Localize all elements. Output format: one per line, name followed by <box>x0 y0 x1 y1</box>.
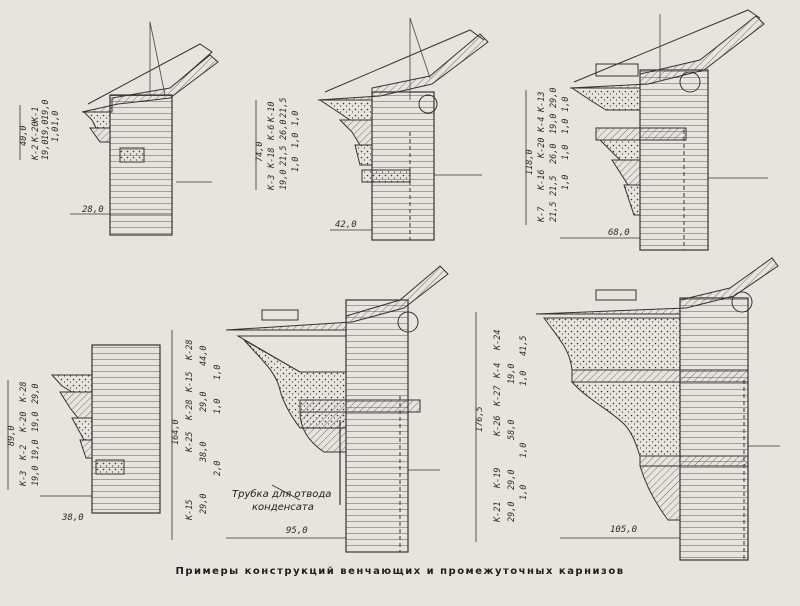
cornice-3-row-5: К-13 <box>537 92 547 113</box>
drawing-caption: Примеры конструкций венчающих и промежут… <box>175 566 625 577</box>
cornice-1-row-2: К-20 <box>31 122 41 143</box>
cornice-6-row-3: К-26 <box>493 416 503 437</box>
cornice-5-row-5: К-28 <box>185 340 195 361</box>
cornice-3-row-7: 21,5 <box>549 176 559 196</box>
cornice-3-row-8: 26,0 <box>549 144 559 164</box>
cornice-2-total-height: 74,0 <box>255 142 265 162</box>
cornice-6-row-5: К-4 <box>493 363 503 379</box>
cornice-5-row-1: К-15 <box>185 500 195 521</box>
cornice-6-row-2: К-19 <box>493 468 503 489</box>
cornice-2-row-10: 1,0 <box>291 133 301 148</box>
cornice-3-row-10: 29,0 <box>549 88 559 108</box>
cornice-1-row-8: 1,0 <box>51 111 61 126</box>
condensate-pipe-note-line-1: Трубка для отвода <box>232 488 331 500</box>
cornice-6-row-14: 41,5 <box>519 336 529 356</box>
cornice-3-row-9: 19,0 <box>549 114 559 134</box>
cornice-1-row-3: К-1 <box>31 107 41 123</box>
cornice-6-total-height: 176,5 <box>475 406 485 432</box>
cornice-3-total-height: 118,0 <box>525 149 535 175</box>
cornice-5-row-2: К-25 <box>185 432 195 453</box>
cornice-6-row-12: 1,0 <box>519 371 529 386</box>
cornice-4-row-7: 19,0 <box>31 412 41 432</box>
cornice-4-row-4: К-28 <box>19 382 29 403</box>
cornice-2-row-4: К-10 <box>267 102 277 123</box>
cornice-3-row-13: 1,0 <box>561 119 571 134</box>
cornice-5 <box>171 265 449 553</box>
cornice-2-row-5: 19,0 <box>279 170 289 190</box>
cornice-2-width: 42,0 <box>335 220 357 230</box>
cornice-6-row-9: 58,0 <box>507 420 517 440</box>
cornice-4-row-3: К-20 <box>19 412 29 433</box>
cornice-2-row-2: К-18 <box>267 148 277 169</box>
cornice-4-row-5: 19,0 <box>31 466 41 486</box>
cornice-6-row-10: 1,0 <box>519 485 529 500</box>
cornice-6-width: 105,0 <box>610 525 637 535</box>
cornice-5-row-8: 29,0 <box>199 392 209 412</box>
cornice-5-row-6: 29,0 <box>199 494 209 514</box>
cornice-5-row-11: 1,0 <box>213 399 223 414</box>
cornice-2-row-8: 21,5 <box>279 98 289 118</box>
cornice-5-row-10: 2,0 <box>213 461 223 476</box>
cornice-2-row-3: К-6 <box>267 125 277 141</box>
cornice-4-row-2: К-2 <box>19 445 29 461</box>
cornice-4-row-labels: К-3 К-2 К-20 К-28 19,0 19,0 19,0 29,0 <box>19 382 41 487</box>
cornice-2-row-11: 1,0 <box>291 111 301 126</box>
cornice-4-row-1: К-3 <box>19 471 29 487</box>
cornice-2-row-7: 26,0 <box>279 120 289 140</box>
cornice-6-row-8: 29,0 <box>507 470 517 490</box>
cornice-3-row-2: К-16 <box>537 170 547 191</box>
cornice-4 <box>7 344 161 514</box>
cornice-4-total-height: 89,0 <box>7 426 17 446</box>
cornice-6-row-6: К-24 <box>493 330 503 351</box>
cornice-6-row-1: К-21 <box>493 502 503 523</box>
cornice-2-row-1: К-3 <box>267 175 277 191</box>
condensate-pipe-note-line-2: конденсата <box>252 502 314 513</box>
cornice-4-row-8: 29,0 <box>31 384 41 404</box>
cornice-2-row-9: 1,0 <box>291 157 301 172</box>
cornice-3-row-6: 21,5 <box>549 202 559 222</box>
cornice-3-row-4: К-4 <box>537 117 547 133</box>
cornice-1-total-height: 40,0 <box>19 126 29 146</box>
cornice-6-row-labels: К-21 К-19 К-26 К-27 К-4 К-24 29,0 29,0 5… <box>493 330 529 523</box>
cornice-1-row-7: 1,0 <box>51 127 61 142</box>
cornice-4-width: 38,0 <box>61 513 84 523</box>
cornice-2 <box>255 17 489 241</box>
cornice-6-row-13: 19,0 <box>507 364 517 384</box>
cornice-5-row-9: 44,0 <box>199 346 209 366</box>
cornice-3 <box>525 9 768 251</box>
cornice-5-row-12: 1,0 <box>213 365 223 380</box>
cornice-6 <box>475 257 780 561</box>
cornice-1-row-4: 19,0 <box>41 140 51 160</box>
cornice-1-row-5: 19,0 <box>41 120 51 140</box>
cornice-5-width: 95,0 <box>286 526 308 536</box>
cornice-5-total-height: 164,0 <box>171 419 181 445</box>
cornice-5-row-labels: К-15 К-25 К-28 К-15 К-28 29,0 38,0 29,0 … <box>185 340 223 521</box>
cornice-3-row-1: К-7 <box>537 206 547 223</box>
cornice-1-width: 28,0 <box>82 205 104 215</box>
cornice-2-row-6: 21,5 <box>279 146 289 166</box>
cornice-3-row-11: 1,0 <box>561 175 571 190</box>
cornice-2-row-labels: К-3 К-18 К-6 К-10 19,0 21,5 26,0 21,5 1,… <box>267 98 301 191</box>
cornice-5-row-4: К-15 <box>185 372 195 393</box>
cornice-6-row-7: 29,0 <box>507 502 517 522</box>
cornice-1 <box>19 21 219 236</box>
cornice-5-row-7: 38,0 <box>199 442 209 463</box>
cornice-3-row-14: 1,0 <box>561 97 571 112</box>
cornice-6-row-4: К-27 <box>493 385 503 407</box>
cornice-4-row-6: 19,0 <box>31 440 41 460</box>
cornice-1-row-1: К-2 <box>31 145 41 161</box>
cornice-5-row-3: К-28 <box>185 400 195 421</box>
cornice-3-row-12: 1,0 <box>561 145 571 160</box>
cornice-3-row-3: К-20 <box>537 138 547 159</box>
cornice-3-row-labels: К-7 К-16 К-20 К-4 К-13 21,5 21,5 26,0 19… <box>537 88 571 223</box>
cornice-6-row-11: 1,0 <box>519 443 529 458</box>
cornice-1-row-6: 19,0 <box>41 100 51 120</box>
cornice-1-row-labels: К-2 К-20 К-1 19,0 19,0 19,0 1,0 1,0 <box>31 100 61 161</box>
cornice-3-width: 68,0 <box>608 228 630 238</box>
